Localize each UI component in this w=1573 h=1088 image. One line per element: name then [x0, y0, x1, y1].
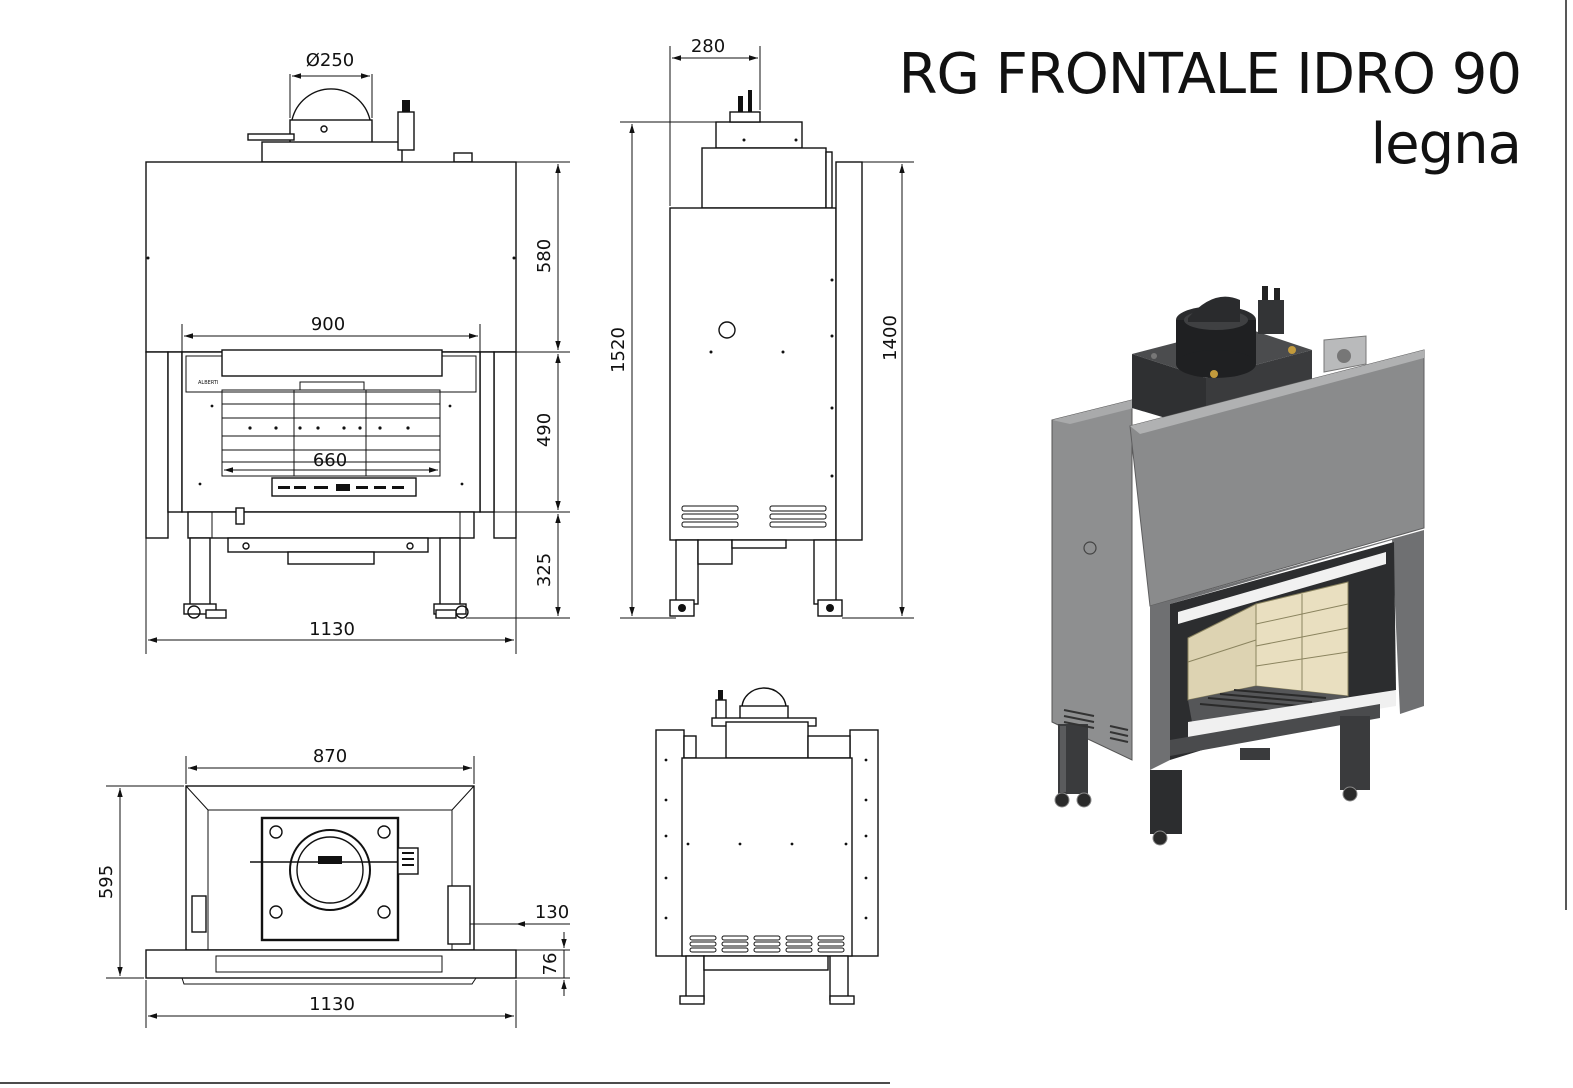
dim-top-inner-width: 870: [313, 746, 347, 767]
dim-depth-top: 280: [691, 36, 725, 57]
product-title: RG FRONTALE IDRO 90: [898, 42, 1522, 107]
dim-top-total-width: 1130: [309, 994, 355, 1015]
dim-top-depth: 595: [96, 865, 117, 899]
dim-door-height: 490: [534, 413, 555, 447]
dim-opening-width: 900: [311, 314, 345, 335]
front-view: ALBERTI: [145, 50, 570, 654]
dim-inner-width: 660: [313, 450, 347, 471]
dim-frame: 76: [540, 953, 561, 976]
dim-flue-diameter: Ø250: [306, 50, 355, 71]
top-view: 870 595 130 76 1130: [96, 746, 570, 1028]
dim-total-width: 1130: [309, 619, 355, 640]
product-render: [1051, 286, 1425, 846]
side-view: 280 1520 1400: [608, 36, 914, 619]
dim-hood-height: 580: [534, 239, 555, 273]
logo-text: ALBERTI: [198, 380, 218, 386]
dim-leg-height: 325: [534, 553, 555, 587]
rear-view: [655, 687, 879, 1005]
dim-body-height: 1400: [880, 315, 901, 361]
dim-total-height: 1520: [608, 327, 629, 373]
product-subtitle: legna: [1370, 112, 1522, 177]
dim-offset: 130: [535, 902, 569, 923]
